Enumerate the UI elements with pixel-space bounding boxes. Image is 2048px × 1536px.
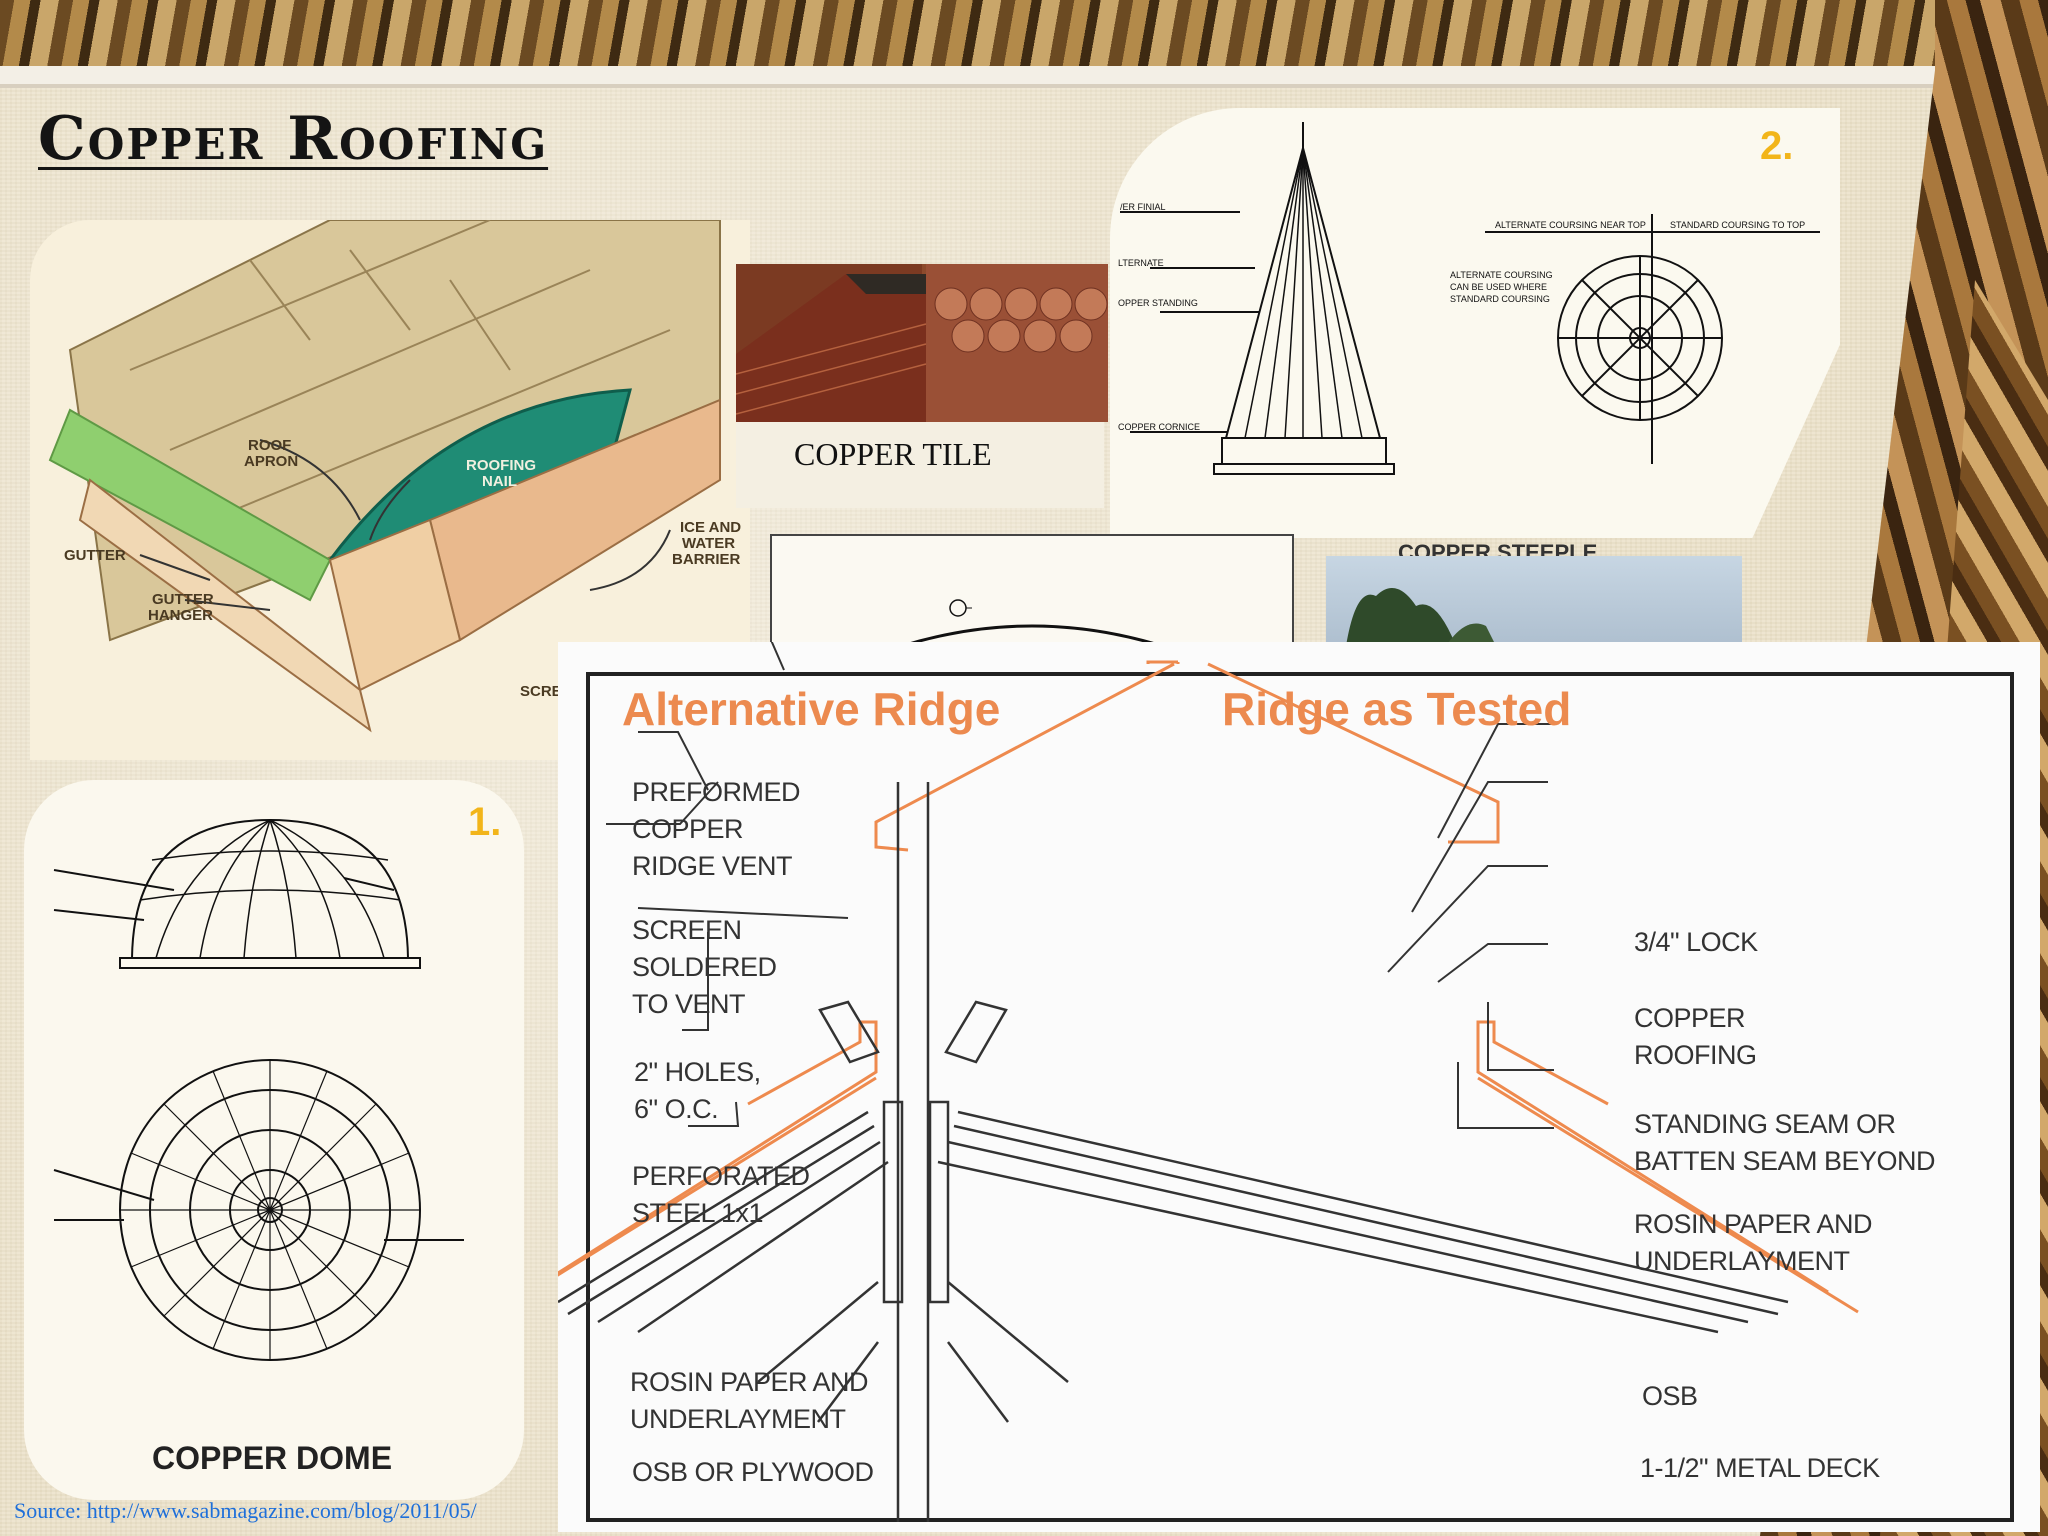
- label-copper-roofing: COPPER ROOFING: [1634, 1003, 1757, 1070]
- svg-text:STANDARD COURSING TO TOP: STANDARD COURSING TO TOP: [1670, 220, 1805, 230]
- ridge-section-drawing: [558, 642, 1859, 1522]
- roof-apron-label: ROOF: [248, 437, 291, 454]
- dome-drawing: [53, 818, 464, 1361]
- svg-text:LTERNATE: LTERNATE: [1118, 258, 1164, 268]
- svg-text:CAN BE USED WHERE: CAN BE USED WHERE: [1450, 282, 1547, 292]
- page-title: Copper Roofing: [38, 104, 549, 174]
- svg-text:HANGER: HANGER: [148, 607, 213, 624]
- svg-text:APRON: APRON: [244, 453, 298, 470]
- alternative-ridge-heading: Alternative Ridge: [622, 683, 1001, 735]
- ridge-diagram-frame: [586, 672, 2014, 1522]
- source-link[interactable]: Source: http://www.sabmagazine.com/blog/…: [14, 1498, 477, 1523]
- steeple-drawing: /ER FINIAL LTERNATE OPPER STANDING COPPE…: [1118, 122, 1820, 475]
- svg-text:COPPER CORNICE: COPPER CORNICE: [1118, 422, 1200, 432]
- gutter-hanger-label: GUTTER: [152, 591, 214, 608]
- copper-tile-photo: [736, 264, 1108, 422]
- label-rosin-paper-right: ROSIN PAPER AND UNDERLAYMENT: [1634, 1209, 1873, 1276]
- label-osb-plywood: OSB OR PLYWOOD: [632, 1457, 874, 1487]
- gutter-illustration: ROOF APRON ROOFING NAIL GUTTER GUTTER HA…: [48, 219, 741, 746]
- figure-marker-2: 2.: [1760, 124, 1794, 168]
- figure-marker-1: 1.: [468, 800, 502, 844]
- top-divider: [0, 66, 1936, 88]
- dome-drawing-panel: [24, 780, 524, 1500]
- tile-photo-art: [736, 264, 1108, 422]
- roofing-nail-label: ROOFING: [466, 457, 536, 474]
- copper-dome-caption: COPPER DOME: [152, 1440, 393, 1476]
- svg-text:ALTERNATE COURSING NEAR TOP: ALTERNATE COURSING NEAR TOP: [1495, 220, 1646, 230]
- label-screen-soldered: SCREEN SOLDERED TO VENT: [632, 915, 777, 1019]
- partial-dome-elevation-drawing: [770, 534, 1294, 648]
- steeple-photo: [1326, 556, 1742, 646]
- label-osb: OSB: [1642, 1381, 1698, 1411]
- label-holes: 2" HOLES, 6" O.C.: [634, 1057, 761, 1124]
- label-preformed-ridge-vent: PREFORMED COPPER RIDGE VENT: [632, 777, 801, 881]
- top-texture-band: [0, 0, 2048, 70]
- label-perforated-steel: PERFORATED STEEL 1x1: [632, 1161, 810, 1228]
- label-standing-seam: STANDING SEAM OR BATTEN SEAM BEYOND: [1634, 1109, 1936, 1176]
- copper-tile-caption: COPPER TILE: [794, 436, 992, 472]
- svg-text:OPPER STANDING: OPPER STANDING: [1118, 298, 1198, 308]
- tile-caption-box: [736, 422, 1104, 508]
- gutter-label: GUTTER: [64, 547, 126, 564]
- svg-text:STANDARD COURSING: STANDARD COURSING: [1450, 294, 1550, 304]
- label-metal-deck: 1-1/2" METAL DECK: [1640, 1453, 1880, 1483]
- svg-text:BARRIER: BARRIER: [672, 551, 741, 568]
- screw-label: SCRE: [520, 683, 562, 700]
- label-rosin-paper-left: ROSIN PAPER AND UNDERLAYMENT: [630, 1367, 869, 1434]
- svg-text:WATER: WATER: [682, 535, 735, 552]
- label-lock: 3/4" LOCK: [1634, 927, 1758, 957]
- svg-text:/ER FINIAL: /ER FINIAL: [1120, 202, 1166, 212]
- ice-water-label: ICE AND: [680, 519, 741, 536]
- svg-text:ALTERNATE COURSING: ALTERNATE COURSING: [1450, 270, 1553, 280]
- ridge-diagram-panel: [558, 642, 2040, 1532]
- svg-text:NAIL: NAIL: [482, 473, 517, 490]
- ridge-as-tested-heading: Ridge as Tested: [1222, 683, 1572, 735]
- steeple-drawing-panel: /ER FINIAL LTERNATE OPPER STANDING COPPE…: [1110, 108, 1840, 538]
